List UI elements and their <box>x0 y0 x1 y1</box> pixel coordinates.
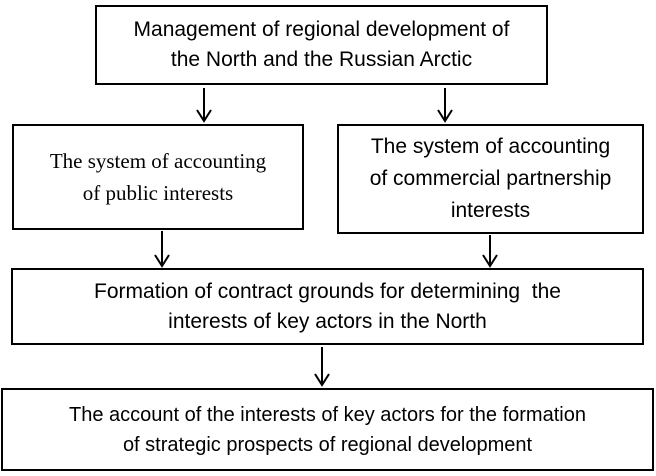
box-text-line: Formation of contract grounds for determ… <box>94 279 561 303</box>
box-contract-grounds-formation: Formation of contract grounds for determ… <box>11 268 644 345</box>
box-text-line: The system of accounting <box>370 135 611 158</box>
box-text-line: the North and the Russian Arctic <box>170 48 473 71</box>
arrow-public-to-contract-icon <box>154 231 170 268</box>
box-text-line: of public interests <box>82 181 234 205</box>
box-text-line: The account of the interests of key acto… <box>69 403 586 426</box>
arrow-contract-to-account-icon <box>314 347 330 387</box>
box-text-line: The system of accounting <box>49 149 267 173</box>
arrow-management-to-public-icon <box>196 88 212 123</box>
arrow-management-to-commercial-icon <box>437 88 453 123</box>
box-management-regional-development: Management of regional development of th… <box>95 5 548 85</box>
box-public-interests-system: The system of accounting of public inter… <box>12 124 304 230</box>
box-text-line: Management of regional development of <box>133 18 510 41</box>
arrow-commercial-to-contract-icon <box>482 235 498 268</box>
box-account-of-key-actors-interests: The account of the interests of key acto… <box>1 388 654 471</box>
box-text-line: of strategic prospects of regional devel… <box>122 433 533 456</box>
box-text-line: interests <box>450 199 531 222</box>
box-text-line: of commercial partnership <box>369 167 612 190</box>
box-text-line: interests of key actors in the North <box>168 309 487 333</box>
box-commercial-partnership-system: The system of accounting of commercial p… <box>337 124 644 234</box>
